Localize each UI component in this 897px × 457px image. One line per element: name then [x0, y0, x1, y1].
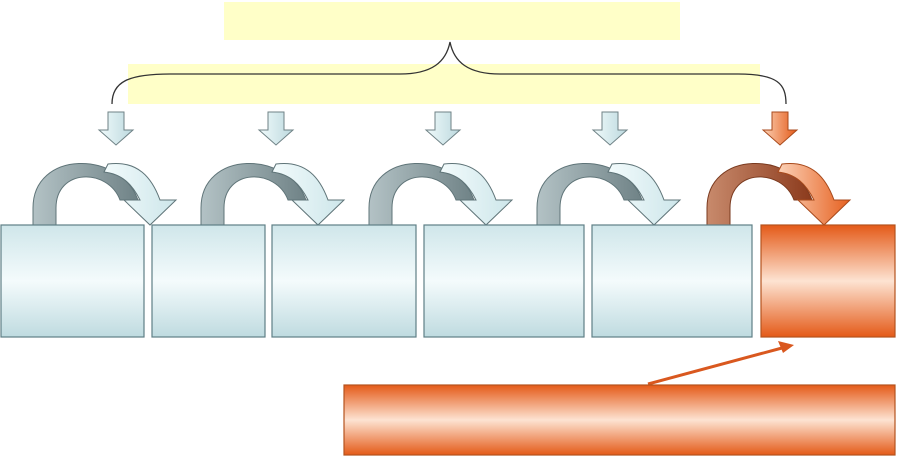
connector-arrow-icon [647, 341, 794, 386]
down-arrow-icon [258, 111, 294, 146]
curly-brace-icon [111, 41, 787, 105]
step-box [591, 224, 753, 338]
callout-box [343, 384, 896, 456]
curved-arrow-icon [200, 162, 345, 226]
curved-arrow-icon [706, 162, 851, 226]
down-arrow-icon [762, 111, 798, 146]
down-arrow-icon [592, 111, 628, 146]
group-banner [128, 64, 760, 104]
curved-arrow-icon [536, 162, 681, 226]
title-banner [224, 2, 680, 40]
down-arrow-icon [425, 111, 461, 146]
down-arrow-icon [98, 111, 134, 146]
curved-arrow-icon [368, 162, 513, 226]
curved-arrow-icon [32, 162, 177, 226]
step-box-highlighted [760, 224, 896, 338]
step-box [423, 224, 585, 338]
step-box [0, 224, 145, 338]
step-box [271, 224, 417, 338]
step-box [151, 224, 266, 338]
